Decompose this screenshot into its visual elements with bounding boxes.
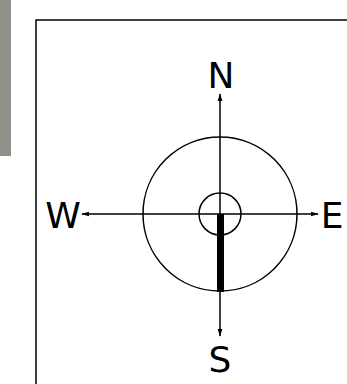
photo-fragment bbox=[0, 0, 11, 156]
east-arrow bbox=[220, 213, 318, 215]
compass-direction: S bbox=[209, 342, 232, 378]
north-arrow bbox=[219, 94, 221, 214]
compass-direction: E bbox=[321, 198, 344, 234]
west-arrow bbox=[82, 213, 220, 215]
needle-bar bbox=[217, 214, 224, 292]
compass-direction: W bbox=[45, 198, 81, 234]
frame-border bbox=[36, 20, 347, 384]
compass-direction: N bbox=[208, 58, 235, 94]
